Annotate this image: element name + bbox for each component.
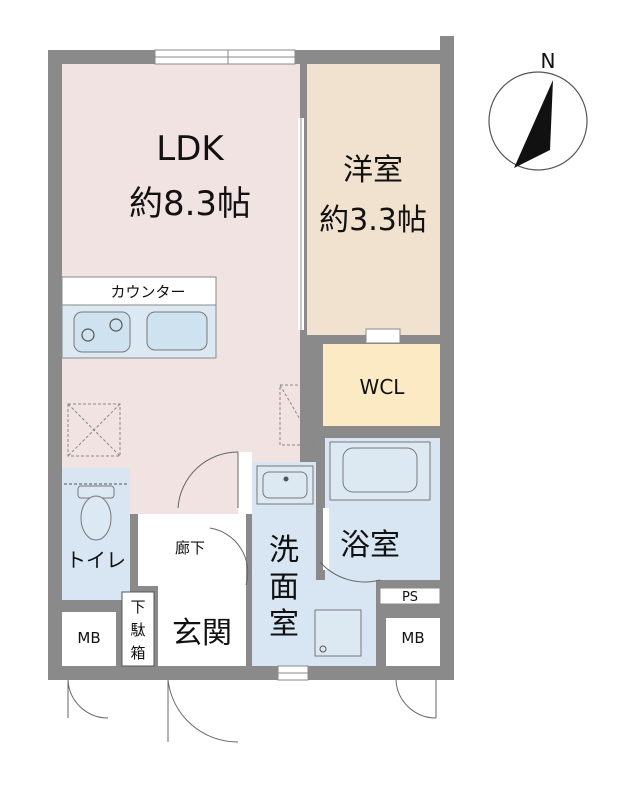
shoebox-line2: 駄 [130,621,145,639]
mb-left: MB [62,612,116,666]
wcl-room[interactable]: WCL [323,328,440,426]
bath-name: 浴室 [340,528,400,563]
mb-right-label: MB [401,629,424,647]
bathtub-icon [329,441,431,501]
toilet-room[interactable]: トイレ [62,468,130,600]
wcl-name: WCL [360,375,406,399]
compass-north-label: N [541,49,556,73]
compass-needle-icon [514,80,553,168]
washroom[interactable]: 洗 面 室 [252,462,376,681]
washroom-line3: 室 [269,607,299,642]
entrance[interactable]: 玄関 [158,586,246,666]
counter-label: カウンター [110,283,185,301]
door-swings [67,451,437,743]
washing-machine-icon [314,609,362,657]
mb-right: MB [386,618,440,666]
bath-room[interactable]: 浴室 [323,438,440,580]
shoebox-line1: 下 [130,598,145,616]
toilet-name: トイレ [66,548,126,572]
kitchen-counter: カウンター [61,276,217,359]
western-name: 洋室 [343,153,403,188]
shoebox-line3: 箱 [130,644,145,662]
ps-shaft: PS [379,587,441,605]
stove-icon [73,311,131,353]
hallway[interactable]: 廊下 [138,452,252,586]
ldk-name: LDK [156,129,225,169]
compass: N [488,49,588,171]
ldk-storage-right [279,384,316,446]
entrance-name: 玄関 [172,616,232,651]
ldk-size: 約8.3帖 [129,184,251,224]
ldk-storage-left [67,403,121,457]
hall-name: 廊下 [175,539,205,557]
western-room[interactable]: 洋室 約3.3帖 [298,64,440,335]
washroom-line1: 洗 [269,533,299,568]
washroom-line2: 面 [269,570,299,605]
kitchen-sink-icon [146,311,208,351]
ps-label: PS [402,590,418,605]
mb-left-label: MB [77,629,100,647]
western-size: 約3.3帖 [319,203,427,238]
shoebox: 下 駄 箱 [121,591,155,667]
toilet-bowl-icon [80,495,112,541]
